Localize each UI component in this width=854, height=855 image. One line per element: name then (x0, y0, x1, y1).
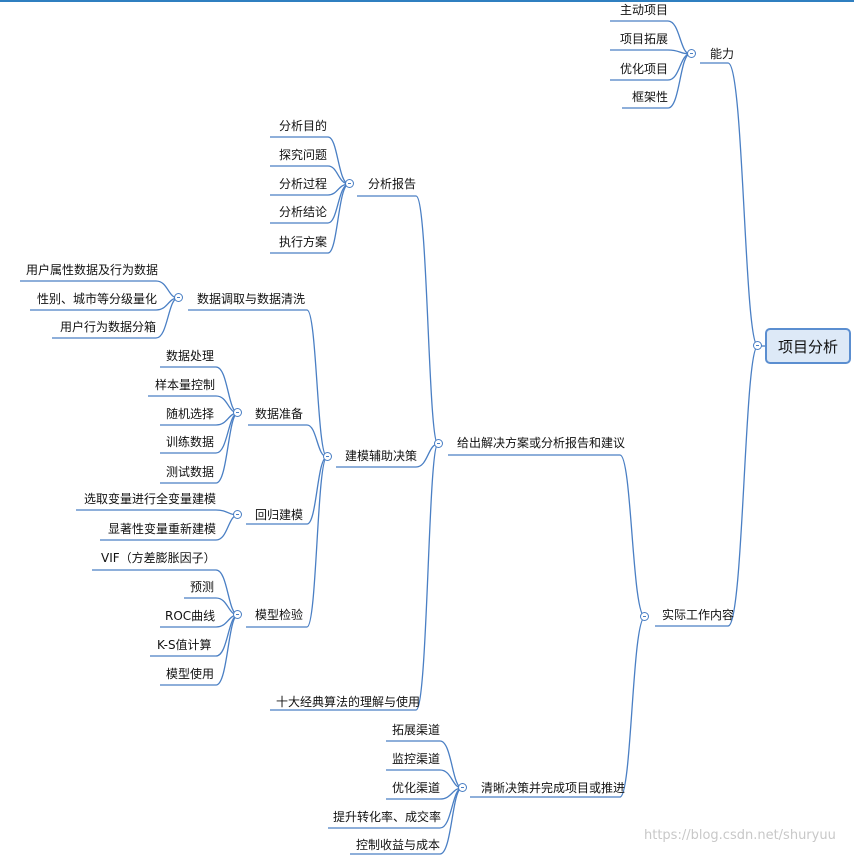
node-report-child[interactable]: 探究问题 (279, 148, 328, 162)
node-validation-child[interactable]: K-S值计算 (157, 638, 212, 652)
node-decision-child[interactable]: 提升转化率、成交率 (333, 810, 442, 824)
node-ability-child[interactable]: 主动项目 (620, 3, 669, 17)
node-data-prep-child[interactable]: 数据处理 (166, 349, 215, 363)
node-decision-child[interactable]: 拓展渠道 (392, 723, 441, 737)
node-data-extract[interactable]: 数据调取与数据清洗 (197, 292, 306, 306)
collapse-toggle-validation[interactable] (233, 610, 242, 619)
node-regression-child[interactable]: 选取变量进行全变量建模 (84, 492, 217, 506)
collapse-toggle-root[interactable] (753, 341, 762, 350)
collapse-toggle-modeling[interactable] (323, 452, 332, 461)
node-data-prep-child[interactable]: 随机选择 (166, 407, 215, 421)
node-ability-child[interactable]: 优化项目 (620, 62, 669, 76)
node-actual-work[interactable]: 实际工作内容 (662, 608, 735, 622)
watermark: https://blog.csdn.net/shuryuu (644, 828, 836, 843)
node-data-prep-child[interactable]: 样本量控制 (155, 378, 216, 392)
node-ability-child[interactable]: 框架性 (632, 90, 669, 104)
node-data-extract-child[interactable]: 用户行为数据分箱 (60, 320, 157, 334)
node-validation-child[interactable]: 模型使用 (166, 667, 215, 681)
node-validation-child[interactable]: ROC曲线 (165, 609, 216, 623)
collapse-toggle-data-extract[interactable] (174, 293, 183, 302)
node-algorithms[interactable]: 十大经典算法的理解与使用 (276, 695, 421, 709)
root-node[interactable]: 项目分析 (765, 328, 851, 364)
node-report-child[interactable]: 执行方案 (279, 235, 328, 249)
node-data-extract-child[interactable]: 性别、城市等分级量化 (37, 292, 158, 306)
node-regression[interactable]: 回归建模 (255, 508, 304, 522)
node-validation-child[interactable]: VIF（方差膨胀因子） (101, 551, 216, 565)
node-ability[interactable]: 能力 (710, 47, 735, 61)
node-decision-child[interactable]: 监控渠道 (392, 752, 441, 766)
node-report-child[interactable]: 分析结论 (279, 205, 328, 219)
node-data-prep[interactable]: 数据准备 (255, 407, 304, 421)
node-report-child[interactable]: 分析目的 (279, 119, 328, 133)
collapse-toggle-regression[interactable] (233, 510, 242, 519)
node-modeling[interactable]: 建模辅助决策 (345, 449, 418, 463)
node-ability-child[interactable]: 项目拓展 (620, 32, 669, 46)
node-decision-child[interactable]: 优化渠道 (392, 781, 441, 795)
node-regression-child[interactable]: 显著性变量重新建模 (108, 522, 217, 536)
top-border (0, 0, 854, 2)
collapse-toggle-solution[interactable] (434, 439, 443, 448)
node-data-prep-child[interactable]: 测试数据 (166, 465, 215, 479)
collapse-toggle-decision[interactable] (458, 783, 467, 792)
node-data-prep-child[interactable]: 训练数据 (166, 435, 215, 449)
collapse-toggle-actual-work[interactable] (640, 612, 649, 621)
node-decision[interactable]: 清晰决策并完成项目或推进 (481, 781, 626, 795)
collapse-toggle-ability[interactable] (687, 49, 696, 58)
collapse-toggle-report[interactable] (345, 179, 354, 188)
node-report[interactable]: 分析报告 (368, 177, 417, 191)
node-data-extract-child[interactable]: 用户属性数据及行为数据 (26, 263, 159, 277)
collapse-toggle-data-prep[interactable] (233, 408, 242, 417)
node-solution[interactable]: 给出解决方案或分析报告和建议 (457, 436, 626, 450)
node-validation-child[interactable]: 预测 (190, 580, 215, 594)
node-decision-child[interactable]: 控制收益与成本 (356, 838, 441, 852)
node-validation[interactable]: 模型检验 (255, 608, 304, 622)
node-report-child[interactable]: 分析过程 (279, 177, 328, 191)
